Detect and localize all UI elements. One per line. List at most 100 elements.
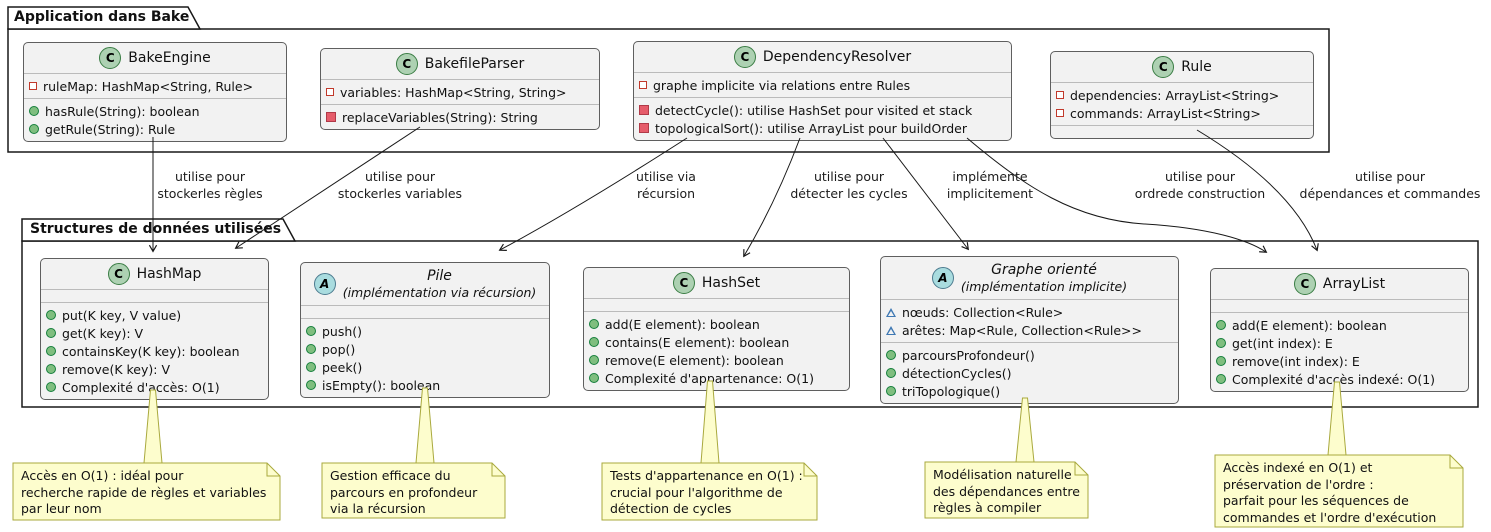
class-stereotype-icon: C: [99, 47, 122, 69]
member-text: detectCycle(): utilise HashSet pour visi…: [655, 102, 973, 118]
public-method-icon: [1216, 356, 1226, 366]
private-method-icon: [639, 123, 649, 133]
member-row: peek(): [306, 358, 544, 376]
member-text: parcoursProfondeur(): [902, 347, 1035, 363]
public-method-icon: [589, 355, 599, 365]
member-text: get(int index): E: [1232, 335, 1333, 351]
class-name: HashSet: [701, 275, 761, 291]
attributes-section: [1211, 299, 1468, 312]
class-stereotype-icon: C: [107, 263, 130, 285]
member-row: Complexité d'appartenance: O(1): [589, 369, 844, 387]
member-text: commands: ArrayList<String>: [1070, 105, 1261, 121]
private-field-icon: [326, 88, 334, 96]
public-method-icon: [1216, 320, 1226, 330]
public-method-icon: [46, 310, 56, 320]
class-bakeengine: C BakeEngine ruleMap: HashMap<String, Ru…: [23, 42, 287, 142]
member-text: add(E element): boolean: [1232, 317, 1387, 333]
class-name: Pile: [427, 267, 452, 284]
member-text: remove(E element): boolean: [605, 352, 784, 368]
public-method-icon: [46, 346, 56, 356]
member-row: graphe implicite via relations entre Rul…: [639, 76, 1006, 94]
class-name: ArrayList: [1322, 276, 1386, 292]
class-stereotype-icon: C: [1152, 56, 1175, 78]
member-row: get(int index): E: [1216, 334, 1463, 352]
member-row: get(K key): V: [46, 324, 263, 342]
class-subtitle: (implémentation implicite): [960, 278, 1128, 294]
member-text: topologicalSort(): utilise ArrayList pou…: [655, 120, 968, 136]
member-text: ruleMap: HashMap<String, Rule>: [43, 78, 254, 94]
methods-section: parcoursProfondeur()détectionCycles()tri…: [881, 342, 1178, 403]
class-stereotype-icon: C: [395, 53, 418, 75]
member-text: arêtes: Map<Rule, Collection<Rule>>: [902, 322, 1142, 338]
member-text: détectionCycles(): [902, 365, 1012, 381]
member-text: Complexité d'appartenance: O(1): [605, 370, 814, 386]
member-text: pop(): [322, 341, 356, 357]
attributes-section: [41, 289, 268, 302]
class-header: C HashMap: [41, 259, 268, 289]
class-header: C ArrayList: [1211, 269, 1468, 299]
member-row: getRule(String): Rule: [29, 120, 281, 138]
attributes-section: [584, 298, 849, 311]
class-arraylist: C ArrayList add(E element): boolean get(i…: [1210, 268, 1469, 392]
class-hashmap: C HashMap put(K key, V value) get(K key):…: [40, 258, 269, 400]
class-header: A Pile (implémentation via récursion): [301, 263, 549, 305]
member-row: arêtes: Map<Rule, Collection<Rule>>: [886, 321, 1173, 339]
member-text: contains(E element): boolean: [605, 334, 790, 350]
abstract-stereotype-icon: A: [931, 267, 954, 289]
package-title-application: Application dans Bake: [14, 9, 190, 25]
member-text: push(): [322, 323, 363, 339]
private-method-icon: [639, 105, 649, 115]
public-method-icon: [306, 380, 316, 390]
package-field-icon: [886, 325, 896, 335]
note-hashset: Tests d'appartenance en O(1) :crucial po…: [610, 468, 803, 516]
public-method-icon: [886, 350, 896, 360]
member-row: remove(E element): boolean: [589, 351, 844, 369]
class-header: C HashSet: [584, 268, 849, 298]
class-subtitle: (implémentation via récursion): [342, 284, 537, 300]
public-method-icon: [46, 364, 56, 374]
private-field-icon: [639, 81, 647, 89]
attributes-section: dependencies: ArrayList<String>commands:…: [1051, 82, 1313, 125]
class-dependencyresolver: C DependencyResolver graphe implicite vi…: [633, 41, 1012, 141]
member-text: Complexité d'accès indexé: O(1): [1232, 371, 1436, 387]
member-text: nœuds: Collection<Rule>: [902, 304, 1064, 320]
class-header: C DependencyResolver: [634, 42, 1011, 72]
class-stereotype-icon: C: [1293, 273, 1316, 295]
attributes-section: graphe implicite via relations entre Rul…: [634, 72, 1011, 97]
attributes-section: [301, 305, 549, 318]
member-row: isEmpty(): boolean: [306, 376, 544, 394]
member-row: add(E element): boolean: [589, 315, 844, 333]
package-field-icon: [886, 307, 896, 317]
member-text: get(K key): V: [62, 325, 144, 341]
member-row: ruleMap: HashMap<String, Rule>: [29, 77, 281, 95]
methods-section: detectCycle(): utilise HashSet pour visi…: [634, 97, 1011, 140]
class-header: A Graphe orienté (implémentation implici…: [881, 257, 1178, 299]
member-text: Complexité d'accès: O(1): [62, 379, 220, 395]
class-name: HashMap: [136, 266, 202, 282]
member-text: getRule(String): Rule: [45, 121, 176, 137]
member-row: détectionCycles(): [886, 364, 1173, 382]
methods-section: replaceVariables(String): String: [321, 104, 599, 129]
member-row: replaceVariables(String): String: [326, 108, 594, 126]
member-row: add(E element): boolean: [1216, 316, 1463, 334]
attributes-section: nœuds: Collection<Rule> arêtes: Map<Rule,…: [881, 299, 1178, 342]
member-text: put(K key, V value): [62, 307, 182, 323]
package-title-structures: Structures de données utilisées: [30, 221, 282, 237]
public-method-icon: [589, 319, 599, 329]
attributes-section: ruleMap: HashMap<String, Rule>: [24, 73, 286, 98]
member-row: variables: HashMap<String, String>: [326, 83, 594, 101]
class-name: Graphe orienté: [991, 261, 1097, 278]
public-method-icon: [886, 368, 896, 378]
member-row: Complexité d'accès: O(1): [46, 378, 263, 396]
member-row: remove(int index): E: [1216, 352, 1463, 370]
private-field-icon: [29, 82, 37, 90]
member-text: hasRule(String): boolean: [45, 103, 200, 119]
